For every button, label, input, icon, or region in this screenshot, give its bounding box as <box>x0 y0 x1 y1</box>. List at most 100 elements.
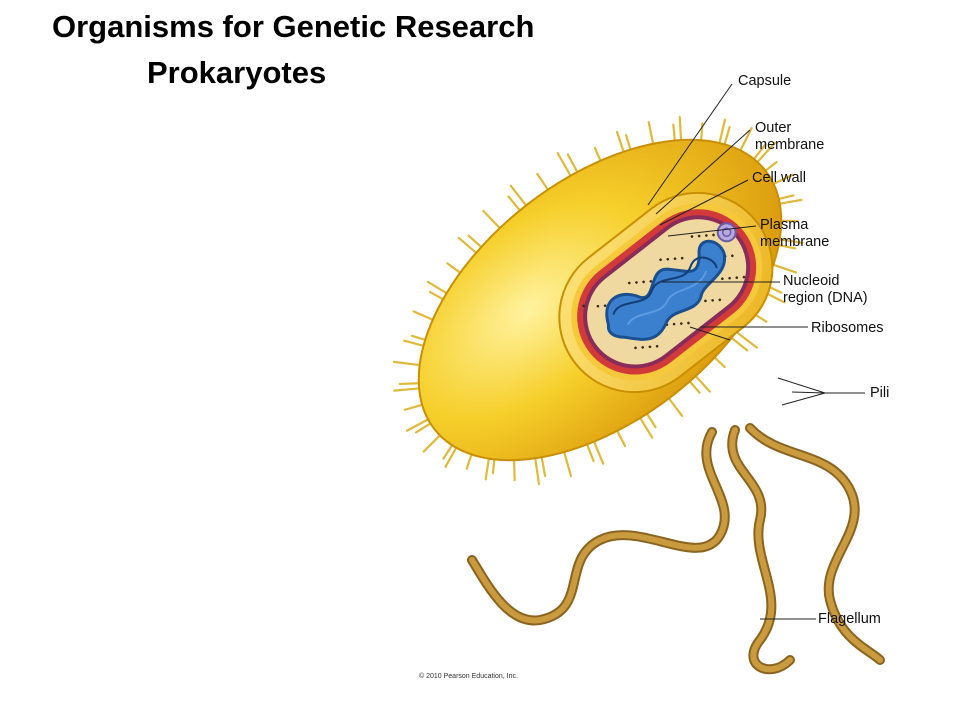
pili <box>392 116 804 486</box>
ribosome <box>711 299 714 302</box>
pilus <box>624 134 632 151</box>
ribosome <box>697 234 701 238</box>
leader-lines <box>647 83 865 620</box>
pilus <box>718 118 727 145</box>
pilus <box>482 209 501 230</box>
label-pili: Pili <box>870 385 890 401</box>
ribosome <box>666 257 670 261</box>
ribosome <box>635 281 638 284</box>
pilus <box>672 123 676 142</box>
ribosome <box>582 304 586 308</box>
pilus <box>467 234 483 249</box>
flagella <box>467 423 885 675</box>
ribosome <box>679 322 683 325</box>
ribosome <box>690 235 694 238</box>
pilus <box>398 382 420 386</box>
ribosome <box>705 234 708 237</box>
pilus <box>616 429 627 448</box>
ribosome <box>731 254 734 258</box>
pilus <box>534 457 541 486</box>
pilus <box>593 146 602 162</box>
ribosome <box>603 304 607 307</box>
ribosome <box>712 233 715 237</box>
ribosome <box>659 258 662 262</box>
pilus <box>735 330 759 349</box>
ribosome <box>672 322 676 326</box>
slide-subtitle: Prokaryotes <box>147 55 327 90</box>
pilus <box>752 143 767 161</box>
pilus <box>678 116 683 142</box>
ribosome <box>718 298 722 302</box>
pilus <box>639 416 654 439</box>
ribosome <box>642 280 645 284</box>
pilus <box>393 387 421 392</box>
pilus <box>422 434 442 453</box>
slide-title: Organisms for Genetic Research <box>52 9 535 44</box>
pilus <box>410 334 427 342</box>
pilus <box>688 380 701 394</box>
label-cell-wall: Cell wall <box>752 170 806 186</box>
pilus <box>414 422 432 434</box>
pilus <box>700 122 704 142</box>
ribosome <box>735 276 739 279</box>
ribosome <box>634 346 637 350</box>
label-capsule: Capsule <box>738 73 792 89</box>
pilus <box>778 238 804 245</box>
pilus <box>694 375 711 393</box>
pilus <box>465 453 473 470</box>
pilus <box>739 127 753 152</box>
label-nucleoid: Nucleoid region (DNA) <box>783 273 868 306</box>
pilus <box>563 450 573 478</box>
pilus <box>777 194 795 201</box>
pilus <box>647 121 655 145</box>
pilus <box>556 152 572 177</box>
ribosome <box>627 281 631 285</box>
label-flagellum: Flagellum <box>818 611 881 627</box>
pilus <box>772 263 798 274</box>
pilus <box>442 444 454 460</box>
ribosome <box>742 275 746 279</box>
nucleoid-dna <box>605 222 737 341</box>
pilus <box>507 195 521 212</box>
pilus <box>426 280 448 295</box>
pilus <box>457 236 478 254</box>
pilus <box>730 336 749 352</box>
pilus <box>446 262 462 274</box>
ribosome <box>648 345 652 349</box>
pilus <box>484 457 490 481</box>
pilus <box>509 184 528 207</box>
pilus <box>756 141 777 164</box>
pilus <box>405 418 430 432</box>
pilus <box>764 160 778 172</box>
ribosome <box>655 344 659 348</box>
label-ribosomes: Ribosomes <box>811 320 884 336</box>
pilus <box>392 360 421 367</box>
pilus <box>540 456 547 478</box>
pilus <box>713 356 726 369</box>
pilus <box>772 173 794 185</box>
ribosome <box>641 346 645 349</box>
pilus <box>615 130 625 153</box>
pilus <box>777 243 797 250</box>
label-plasma-membrane: Plasma membrane <box>760 217 830 250</box>
ribosome <box>596 304 600 308</box>
ribosome <box>687 321 690 325</box>
pilus <box>566 153 579 174</box>
pilus <box>491 458 496 475</box>
pilus <box>778 198 803 205</box>
pilus <box>667 397 684 418</box>
ribosome <box>728 276 731 280</box>
cutaway <box>558 191 774 394</box>
pilus <box>513 459 516 482</box>
ribosome <box>680 256 684 260</box>
pilus <box>444 446 458 469</box>
pilus <box>403 339 425 347</box>
pilus <box>645 412 657 429</box>
pilus <box>412 310 434 321</box>
label-outer-membrane: Outer membrane <box>755 120 825 153</box>
pilus <box>536 172 549 191</box>
ribosome <box>649 280 653 283</box>
copyright-notice: © 2010 Pearson Education, Inc. <box>419 673 518 680</box>
ribosome <box>721 277 724 281</box>
